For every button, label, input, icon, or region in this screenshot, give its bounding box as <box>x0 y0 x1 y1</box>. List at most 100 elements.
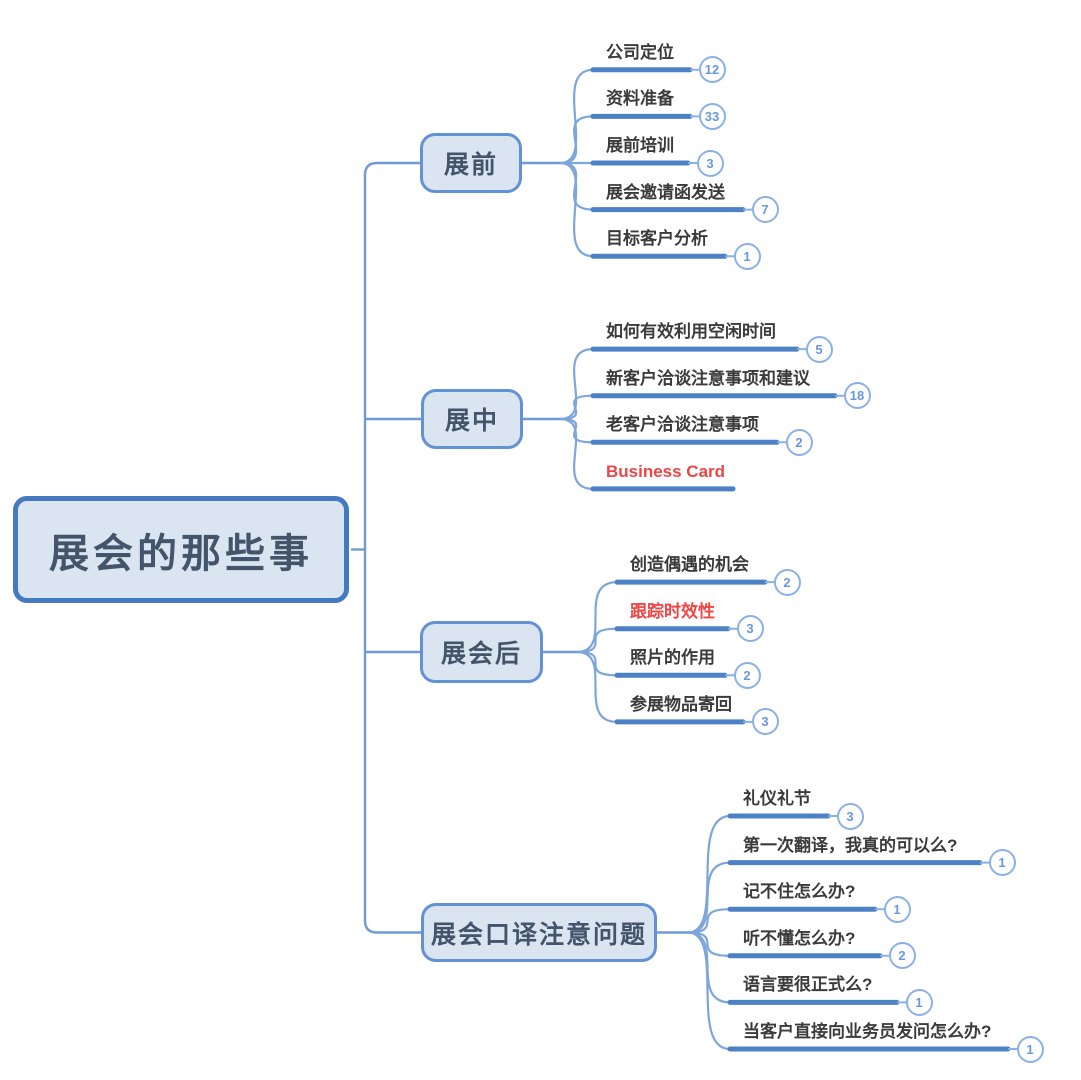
note-count-value: 1 <box>1026 1041 1034 1057</box>
connector-line <box>559 348 594 421</box>
note-count-badge[interactable]: 18 <box>843 382 871 410</box>
subtopic-text: 公司定位 <box>606 42 674 62</box>
note-count-badge[interactable]: 2 <box>733 661 761 689</box>
note-count-badge[interactable]: 1 <box>905 988 933 1016</box>
note-count-value: 1 <box>893 901 901 917</box>
note-count-badge[interactable]: 1 <box>988 849 1016 877</box>
note-count-badge[interactable]: 2 <box>773 568 801 596</box>
note-count-value: 2 <box>795 434 803 450</box>
subtopic-label[interactable]: 听不懂怎么办? <box>743 929 855 948</box>
note-count-value: 5 <box>815 341 823 357</box>
subtopic-label[interactable]: 记不住怎么办? <box>743 882 855 901</box>
note-count-badge[interactable]: 5 <box>805 335 833 363</box>
note-count-value: 3 <box>746 621 754 637</box>
branch-topic-node[interactable]: 展会口译注意问题 <box>421 903 657 962</box>
note-count-badge[interactable]: 1 <box>883 895 911 923</box>
note-count-badge[interactable]: 1 <box>1016 1035 1044 1063</box>
note-count-value: 7 <box>761 202 769 218</box>
subtopic-label[interactable]: 展会邀请函发送 <box>606 183 725 202</box>
connector-line <box>687 814 731 934</box>
branch-topic-node[interactable]: 展前 <box>420 133 522 193</box>
note-count-value: 18 <box>849 388 865 404</box>
note-count-value: 2 <box>898 948 906 964</box>
connector-line <box>559 394 594 421</box>
branch-topic-label: 展会口译注意问题 <box>430 920 647 949</box>
subtopic-text: 照片的作用 <box>630 648 715 668</box>
note-count-value: 12 <box>704 62 720 78</box>
note-count-value: 3 <box>761 714 769 730</box>
subtopic-text: 跟踪时效性 <box>630 601 715 621</box>
note-count-badge[interactable]: 7 <box>751 196 779 224</box>
subtopic-label[interactable]: Business Card <box>606 462 725 481</box>
subtopic-text: 如何有效利用空闲时间 <box>606 322 776 342</box>
root-topic-node[interactable]: 展会的那些事 <box>13 496 349 603</box>
connector-line <box>363 161 421 934</box>
branch-topic-label: 展会后 <box>440 640 522 668</box>
subtopic-text: 参展物品寄回 <box>630 694 732 714</box>
connector-line <box>576 650 618 723</box>
subtopic-text: 展会邀请函发送 <box>606 182 725 202</box>
subtopic-text: Business Card <box>606 461 726 481</box>
branch-topic-node[interactable]: 展会后 <box>420 621 543 683</box>
connector-line <box>559 161 594 258</box>
subtopic-text: 语言要很正式么? <box>743 975 873 995</box>
subtopic-text: 目标客户分析 <box>606 229 708 249</box>
subtopic-text: 新客户洽谈注意事项和建议 <box>606 368 810 388</box>
subtopic-label[interactable]: 公司定位 <box>606 43 674 62</box>
connector-line <box>687 861 731 934</box>
connector-line <box>576 581 618 654</box>
subtopic-text: 展前培训 <box>606 136 674 155</box>
subtopic-label[interactable]: 展前培训 <box>606 136 674 155</box>
connector-line <box>576 650 618 677</box>
subtopic-label[interactable]: 资料准备 <box>606 89 674 108</box>
branch-topic-label: 展前 <box>443 151 498 179</box>
subtopic-label[interactable]: 语言要很正式么? <box>743 975 872 994</box>
note-count-value: 1 <box>915 994 923 1010</box>
note-count-badge[interactable]: 12 <box>698 56 726 84</box>
subtopic-label[interactable]: 第一次翻译，我真的可以么? <box>743 836 957 855</box>
connector-line <box>559 68 594 165</box>
note-count-badge[interactable]: 2 <box>888 942 916 970</box>
subtopic-text: 第一次翻译，我真的可以么? <box>743 835 958 855</box>
note-count-value: 1 <box>998 855 1006 871</box>
subtopic-label[interactable]: 礼仪礼节 <box>743 789 811 808</box>
subtopic-text: 创造偶遇的机会 <box>630 555 749 575</box>
note-count-value: 3 <box>706 155 714 171</box>
note-count-value: 3 <box>846 808 854 824</box>
note-count-value: 2 <box>743 667 751 683</box>
note-count-badge[interactable]: 3 <box>736 615 764 643</box>
branch-topic-node[interactable]: 展中 <box>421 389 523 449</box>
connector-line <box>687 931 731 1051</box>
note-count-badge[interactable]: 3 <box>696 149 724 177</box>
subtopic-label[interactable]: 目标客户分析 <box>606 229 708 248</box>
connector-line <box>687 931 731 957</box>
note-count-badge[interactable]: 3 <box>836 802 864 830</box>
subtopic-label[interactable]: 如何有效利用空闲时间 <box>606 322 776 341</box>
subtopic-text: 资料准备 <box>606 89 674 109</box>
note-count-badge[interactable]: 3 <box>751 708 779 736</box>
connector-line <box>687 931 731 1004</box>
subtopic-text: 礼仪礼节 <box>743 789 811 808</box>
subtopic-text: 老客户洽谈注意事项 <box>606 415 759 435</box>
subtopic-label[interactable]: 新客户洽谈注意事项和建议 <box>606 369 810 388</box>
subtopic-text: 记不住怎么办? <box>743 882 856 902</box>
note-count-badge[interactable]: 2 <box>785 428 813 456</box>
note-count-value: 2 <box>783 574 791 590</box>
root-topic-label: 展会的那些事 <box>49 531 313 576</box>
subtopic-label[interactable]: 照片的作用 <box>630 648 715 667</box>
connector-line <box>576 627 618 654</box>
subtopic-label[interactable]: 参展物品寄回 <box>630 695 732 714</box>
connector-line <box>559 417 594 490</box>
subtopic-label[interactable]: 创造偶遇的机会 <box>630 555 749 574</box>
subtopic-label[interactable]: 当客户直接向业务员发问怎么办? <box>743 1022 991 1041</box>
connector-line <box>559 115 594 165</box>
subtopic-label[interactable]: 跟踪时效性 <box>630 602 715 621</box>
subtopic-text: 听不懂怎么办? <box>743 928 856 948</box>
note-count-badge[interactable]: 1 <box>733 242 761 270</box>
note-count-value: 1 <box>743 248 751 264</box>
subtopic-label[interactable]: 老客户洽谈注意事项 <box>606 415 759 434</box>
note-count-badge[interactable]: 33 <box>698 102 726 130</box>
connector-line <box>687 908 731 934</box>
subtopic-text: 当客户直接向业务员发问怎么办? <box>743 1022 992 1041</box>
